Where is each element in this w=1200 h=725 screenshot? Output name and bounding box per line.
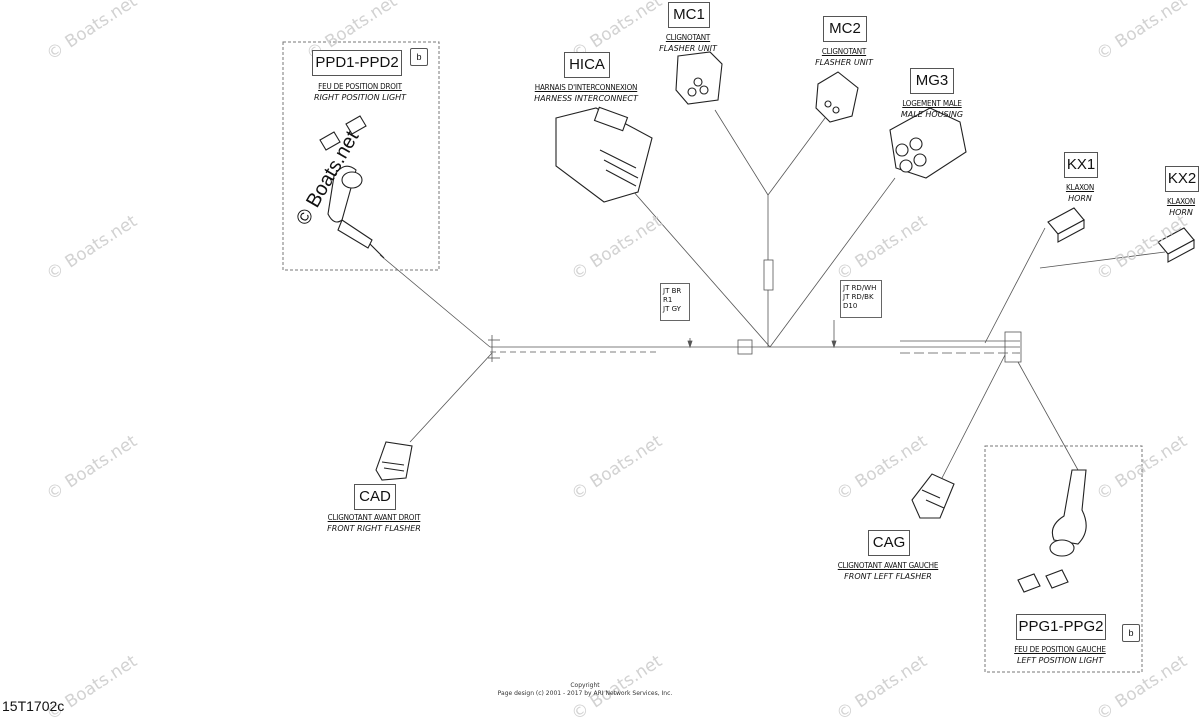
kx1-code: KX1 <box>1064 152 1098 178</box>
hica-en: HARNESS INTERCONNECT <box>534 94 638 103</box>
hica-code: HICA <box>564 52 610 78</box>
wire-label-left-3: JT GY <box>663 305 681 313</box>
ppd-note-icon: b <box>410 48 428 66</box>
mc2-code: MC2 <box>823 16 867 42</box>
figure-id: 15T1702c <box>2 698 65 714</box>
ppd-en: RIGHT POSITION LIGHT <box>313 93 407 102</box>
kx2-code: KX2 <box>1165 166 1199 192</box>
mc2-fr: CLIGNOTANT <box>821 47 867 56</box>
cag-code: CAG <box>868 530 910 556</box>
mc1-en: FLASHER UNIT <box>659 44 717 53</box>
wire-label-right-3: D10 <box>843 302 858 310</box>
wires <box>379 109 1166 479</box>
ppg-en: LEFT POSITION LIGHT <box>1016 656 1104 665</box>
mc1-fr: CLIGNOTANT <box>665 33 711 42</box>
mg3-fr: LOGEMENT MALE <box>902 99 962 108</box>
hica-fr: HARNAIS D'INTERCONNEXION <box>534 83 638 92</box>
cag-en: FRONT LEFT FLASHER <box>844 572 932 581</box>
ppg-callout-box <box>984 445 1143 673</box>
wire-label-right-2: JT RD/BK <box>843 293 874 301</box>
cad-connector-art <box>375 441 413 481</box>
copyright-notice: Copyright Page design (c) 2001 - 2017 by… <box>470 682 700 698</box>
ppg-fr: FEU DE POSITION GAUCHE <box>1014 645 1106 654</box>
ppd-code: PPD1-PPD2 <box>312 50 402 76</box>
mc1-code: MC1 <box>668 2 710 28</box>
mc1-connector-art <box>675 51 723 105</box>
mg3-connector-art <box>889 107 967 179</box>
wire-label-left-1: JT BR <box>663 287 682 295</box>
kx2-en: HORN <box>1169 208 1193 217</box>
cad-fr: CLIGNOTANT AVANT DROIT <box>327 513 421 522</box>
wire-label-left-2: R1 <box>663 296 673 304</box>
cad-code: CAD <box>354 484 396 510</box>
kx1-fr: KLAXON <box>1065 183 1095 192</box>
ppg-code: PPG1-PPG2 <box>1016 614 1106 640</box>
kx2-connector-art <box>1157 227 1195 263</box>
ppd-fr: FEU DE POSITION DROIT <box>318 82 402 91</box>
wire-label-right: JT RD/WH JT RD/BK D10 <box>840 280 882 318</box>
kx1-connector-art <box>1047 207 1085 243</box>
ppg-connector-art <box>1017 469 1087 593</box>
ppd-connector-art <box>319 115 385 259</box>
mg3-en: MALE HOUSING <box>900 110 964 119</box>
ppd-callout-box <box>282 41 440 271</box>
hica-connector-art <box>555 106 653 203</box>
cad-en: FRONT RIGHT FLASHER <box>327 524 421 533</box>
wire-label-right-1: JT RD/WH <box>843 284 877 292</box>
cag-connector-art <box>911 473 955 519</box>
mc2-connector-art <box>815 71 859 123</box>
ppg-note-icon: b <box>1122 624 1140 642</box>
mc2-en: FLASHER UNIT <box>815 58 873 67</box>
kx1-en: HORN <box>1068 194 1092 203</box>
copyright-line-2: Page design (c) 2001 - 2017 by ARI Netwo… <box>497 690 673 697</box>
kx2-fr: KLAXON <box>1166 197 1196 206</box>
wire-label-left: JT BR R1 JT GY <box>660 283 690 321</box>
cag-fr: CLIGNOTANT AVANT GAUCHE <box>837 561 939 570</box>
mg3-code: MG3 <box>910 68 954 94</box>
copyright-line-1: Copyright <box>570 682 600 689</box>
